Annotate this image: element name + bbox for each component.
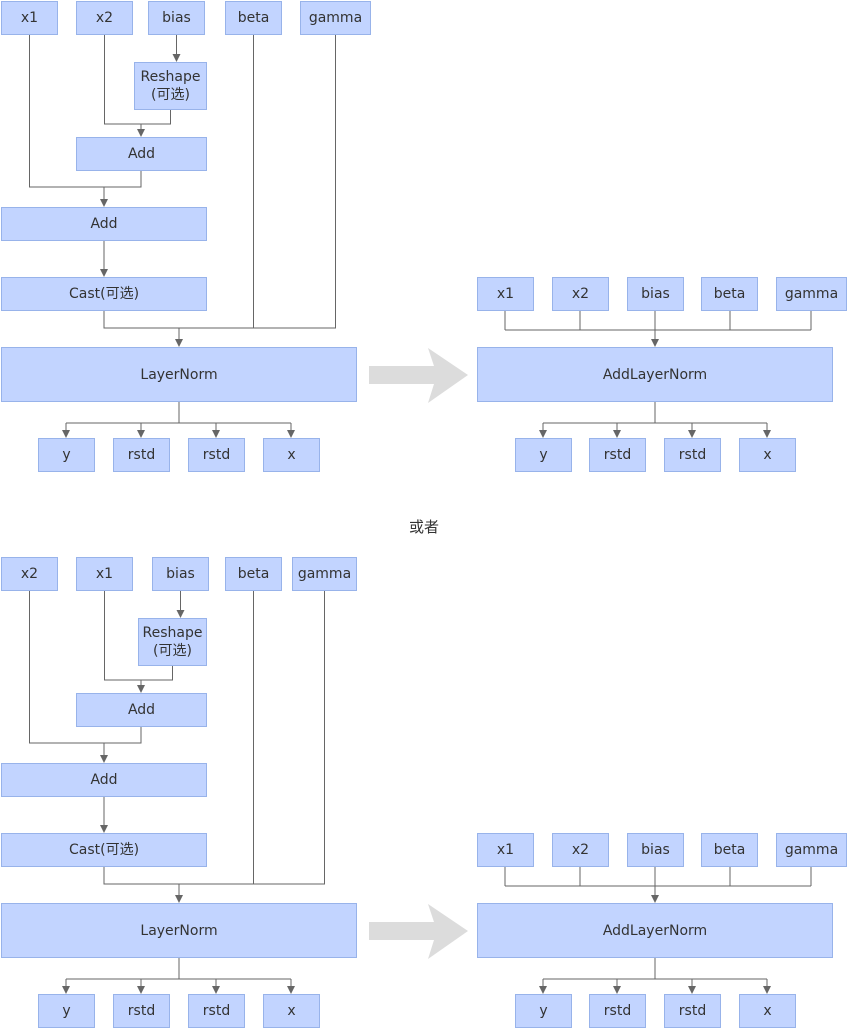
diagram-1-layernorm-node: LayerNorm [1, 347, 357, 402]
diagram-1-fused-output-node-2: rstd [664, 438, 721, 472]
diagram-1-fused-input-node-beta: beta [701, 277, 758, 311]
diagram-2-fused-input-node-gamma: gamma [776, 833, 847, 867]
diagram-2-layernorm-node: LayerNorm [1, 903, 357, 958]
diagram-2-output-node-0: y [38, 994, 95, 1028]
diagram-2-add-inner-node: Add [76, 693, 207, 727]
diagram-2-input-node-gamma: gamma [292, 557, 357, 591]
diagram-2-edge-input2-add [104, 591, 145, 693]
diagram-2-edge-reshape-add [141, 666, 173, 681]
diagram-2-fused-output-node-2: rstd [664, 994, 721, 1028]
diagram-1-output-node-3: x [263, 438, 320, 472]
diagram-1-edge-reshape-add [141, 110, 171, 125]
diagram-2-edge-cast-ln [103, 591, 325, 885]
diagram-1-fused-input-node-x2: x2 [552, 277, 609, 311]
diagram-1-fused-input-node-x1: x1 [477, 277, 534, 311]
diagram-2-addlayernorm-node: AddLayerNorm [477, 903, 833, 958]
diagram-2-fused-output-node-0: y [515, 994, 572, 1028]
diagram-1-addlayernorm-node: AddLayerNorm [477, 347, 833, 402]
diagram-1-add-inner-node: Add [76, 137, 207, 171]
diagram-1-fused-output-node-1: rstd [589, 438, 646, 472]
diagram-2-cast-node: Cast(可选) [1, 833, 207, 867]
diagram-2-fused-input-node-x1: x1 [477, 833, 534, 867]
diagram-2-input-node-x1: x1 [76, 557, 133, 591]
diagram-1-input-node-x2: x2 [76, 1, 133, 35]
diagram-1-add-outer-node: Add [1, 207, 207, 241]
diagram-1-cast-node: Cast(可选) [1, 277, 207, 311]
diagram-2-reshape-node: Reshape (可选) [138, 618, 207, 666]
diagram-1-fused-output-node-0: y [515, 438, 572, 472]
diagram-1-fused-input-node-bias: bias [627, 277, 684, 311]
diagram-2-edge-input1-outer [29, 591, 108, 763]
diagram-1-input-node-bias: bias [148, 1, 205, 35]
diagram-1-fused-input-node-gamma: gamma [776, 277, 847, 311]
diagram-2-output-node-3: x [263, 994, 320, 1028]
diagram-1-input-node-x1: x1 [1, 1, 58, 35]
diagram-1-edge-add-outer [104, 171, 142, 188]
diagram-1-edge-input2-add [104, 35, 145, 137]
diagram-1-input-node-gamma: gamma [300, 1, 371, 35]
diagram-2-edge-add-outer [104, 727, 142, 744]
diagram-2-fused-input-node-bias: bias [627, 833, 684, 867]
diagram-1-reshape-node: Reshape (可选) [134, 62, 207, 110]
diagram-2-transform-arrow [369, 904, 468, 959]
diagram-2-output-node-1: rstd [113, 994, 170, 1028]
diagram-2-output-node-2: rstd [188, 994, 245, 1028]
diagram-1-edge-cast-ln [103, 35, 336, 329]
diagram-2-fused-output-node-3: x [739, 994, 796, 1028]
diagram-1-output-node-1: rstd [113, 438, 170, 472]
diagram-1-output-node-0: y [38, 438, 95, 472]
diagram-1-transform-arrow [369, 348, 468, 403]
diagram-1-fused-output-node-3: x [739, 438, 796, 472]
diagram-2-input-node-bias: bias [152, 557, 209, 591]
diagram-1-input-node-beta: beta [225, 1, 282, 35]
diagram-2-fused-input-node-beta: beta [701, 833, 758, 867]
diagram-2-fused-output-node-1: rstd [589, 994, 646, 1028]
separator-label: 或者 [408, 518, 439, 536]
diagram-2-add-outer-node: Add [1, 763, 207, 797]
diagram-2-input-node-beta: beta [225, 557, 282, 591]
diagram-2-input-node-x2: x2 [1, 557, 58, 591]
diagram-1-edge-input1-outer [29, 35, 108, 207]
diagram-2-fused-input-node-x2: x2 [552, 833, 609, 867]
diagram-1-output-node-2: rstd [188, 438, 245, 472]
